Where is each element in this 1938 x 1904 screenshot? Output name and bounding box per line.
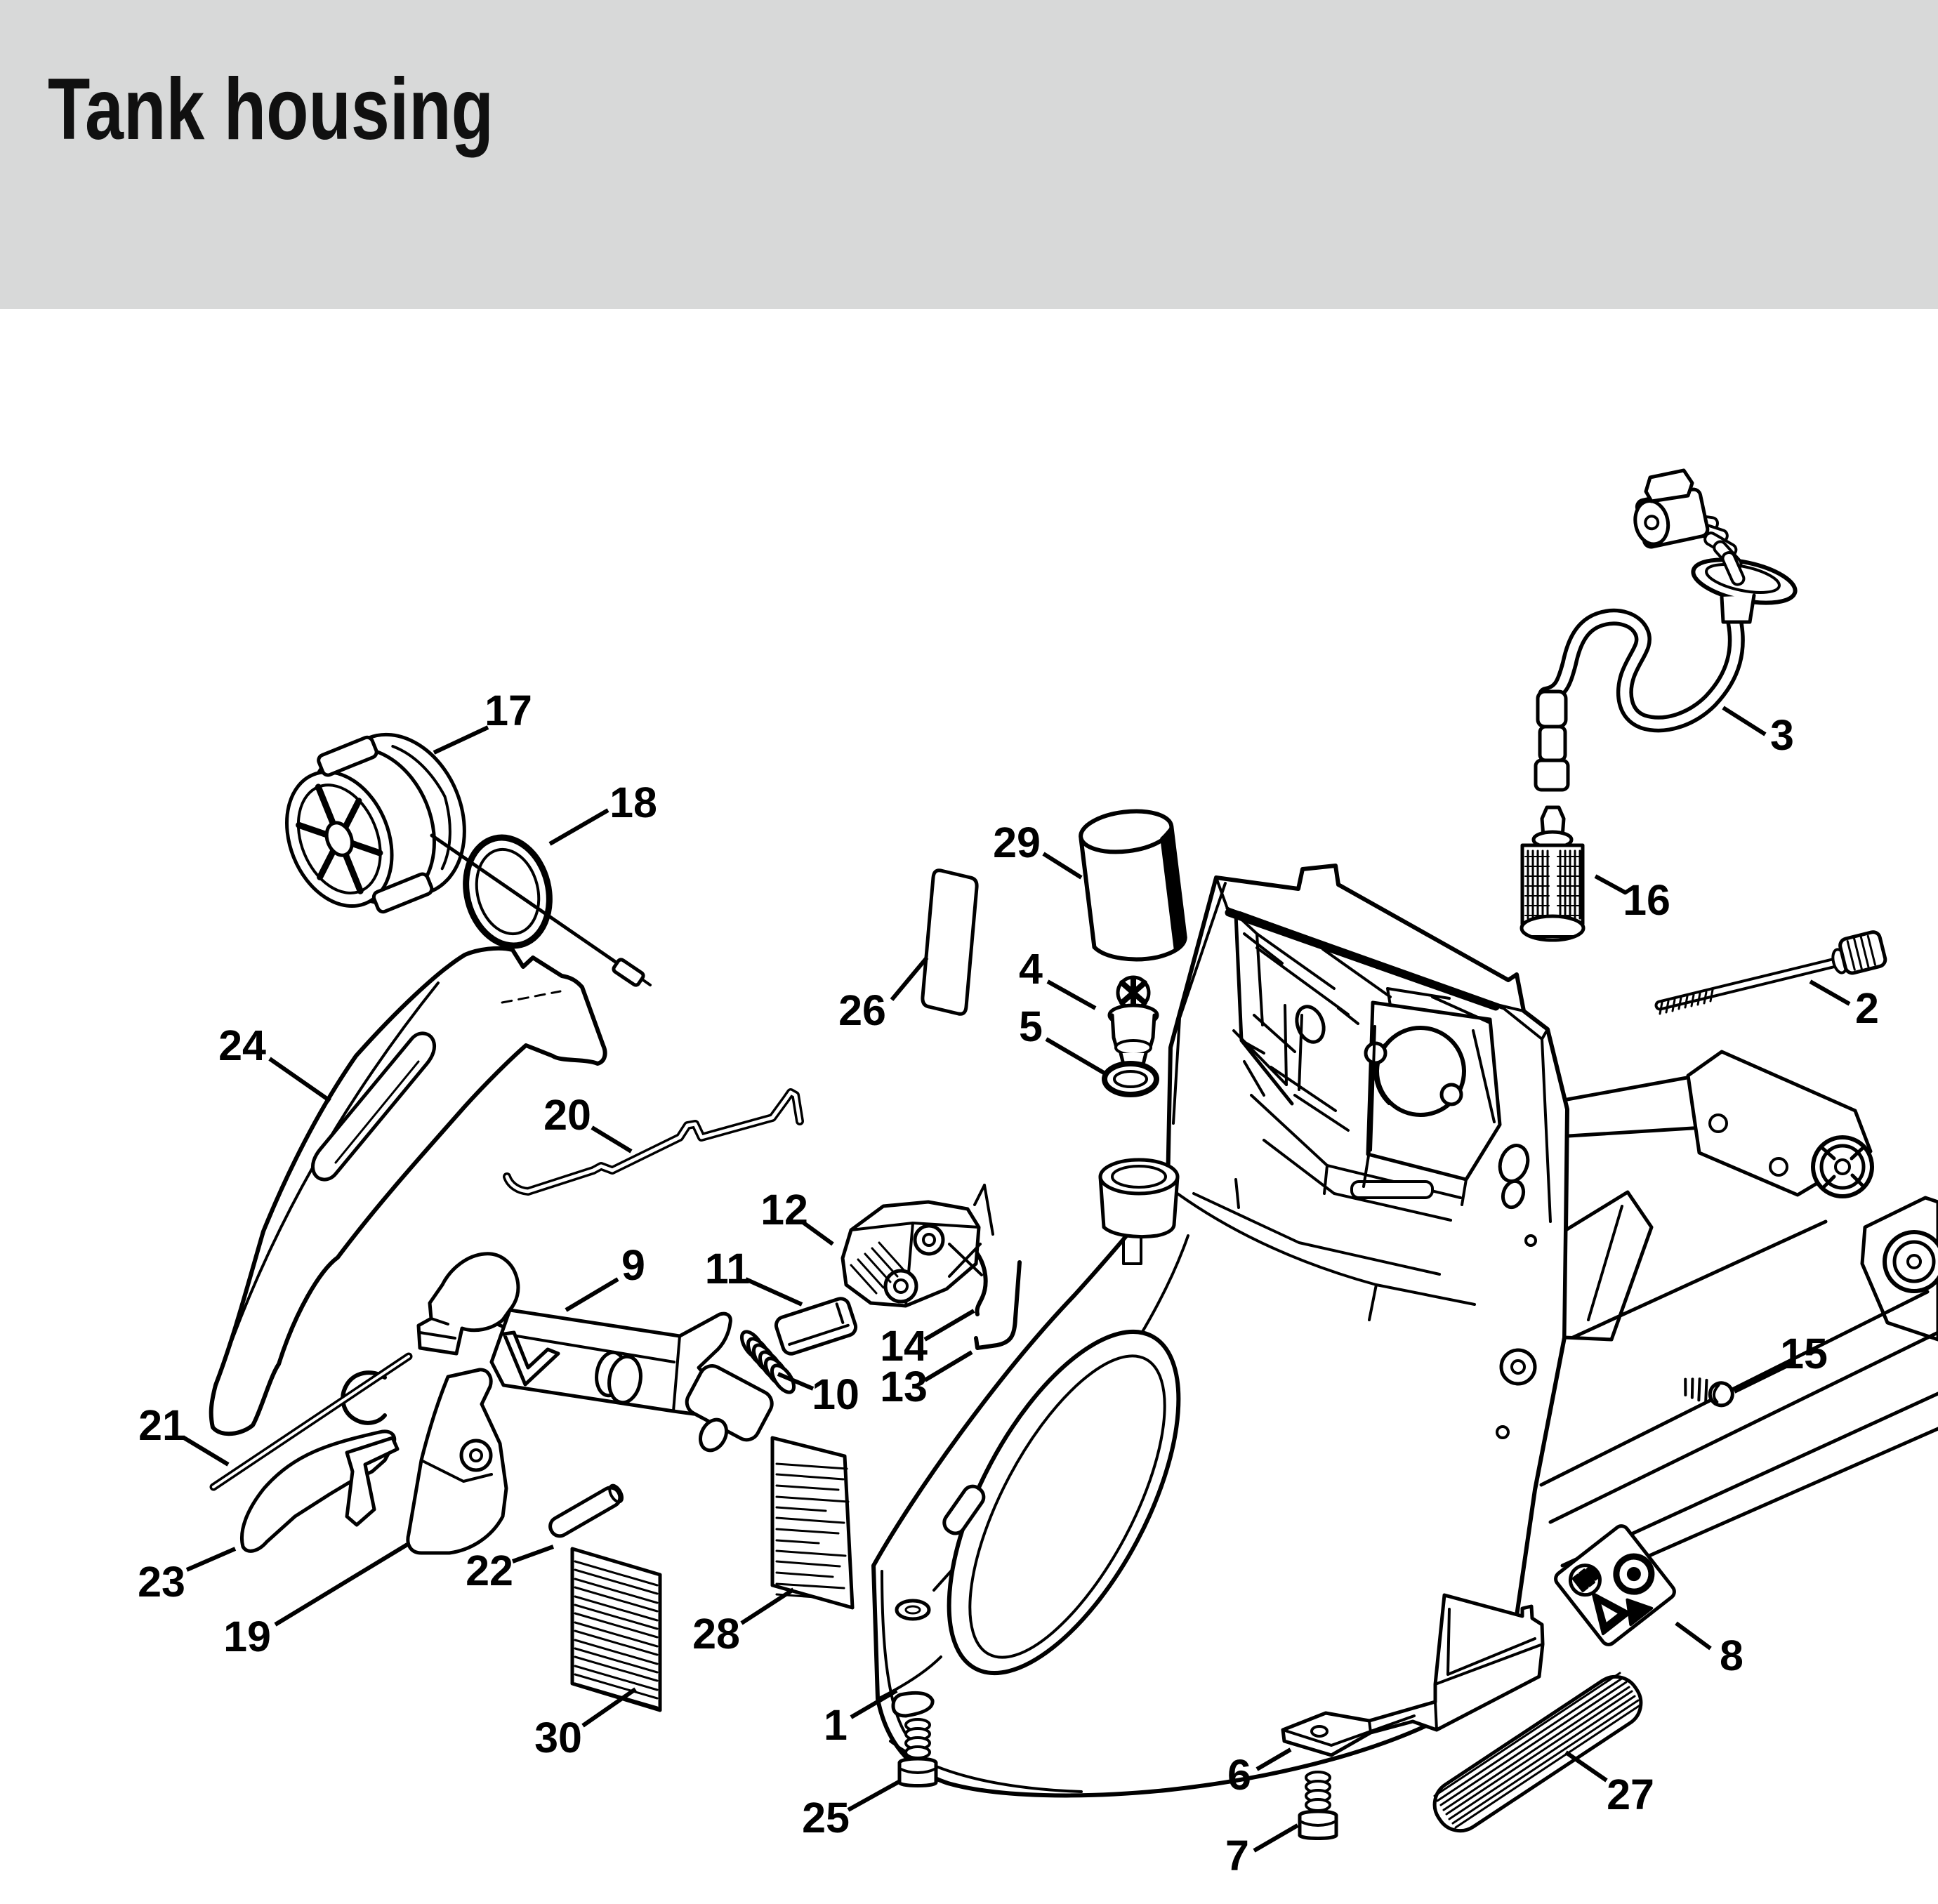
svg-text:14: 14 [880, 1322, 928, 1370]
svg-text:27: 27 [1607, 1771, 1654, 1818]
svg-text:18: 18 [609, 779, 657, 826]
svg-text:9: 9 [621, 1241, 645, 1289]
svg-text:21: 21 [138, 1401, 186, 1449]
svg-text:29: 29 [993, 819, 1041, 866]
svg-text:15: 15 [1780, 1330, 1828, 1377]
svg-text:10: 10 [812, 1370, 859, 1418]
svg-text:12: 12 [760, 1186, 808, 1234]
svg-text:19: 19 [223, 1613, 271, 1660]
svg-text:17: 17 [485, 687, 532, 734]
svg-text:1: 1 [824, 1701, 848, 1749]
svg-text:6: 6 [1227, 1751, 1251, 1799]
svg-text:23: 23 [138, 1558, 185, 1606]
svg-text:7: 7 [1225, 1832, 1249, 1879]
svg-text:16: 16 [1623, 876, 1670, 924]
svg-text:11: 11 [705, 1245, 751, 1293]
svg-text:22: 22 [466, 1547, 513, 1594]
svg-text:4: 4 [1019, 945, 1043, 993]
svg-text:2: 2 [1855, 984, 1879, 1032]
svg-text:30: 30 [534, 1714, 582, 1761]
svg-text:5: 5 [1019, 1003, 1043, 1050]
svg-text:25: 25 [802, 1794, 850, 1842]
svg-text:13: 13 [880, 1363, 928, 1410]
svg-text:26: 26 [838, 986, 886, 1034]
svg-text:20: 20 [543, 1091, 591, 1139]
svg-text:28: 28 [692, 1610, 740, 1658]
svg-text:24: 24 [218, 1022, 266, 1069]
svg-text:8: 8 [1720, 1632, 1743, 1679]
svg-text:3: 3 [1770, 711, 1794, 759]
